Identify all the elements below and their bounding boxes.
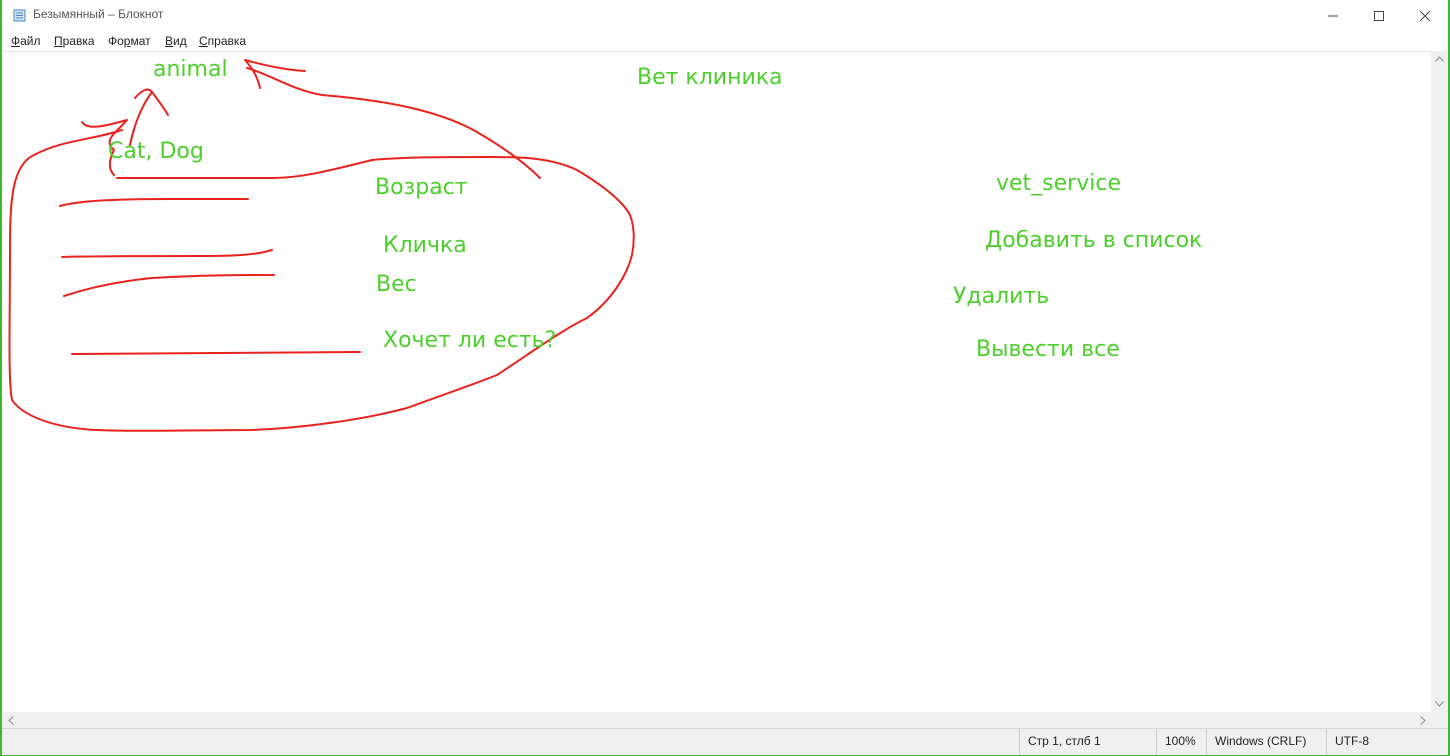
menu-view[interactable]: Вид (165, 34, 187, 48)
scroll-up-icon[interactable] (1435, 56, 1444, 62)
scroll-left-icon[interactable] (8, 716, 14, 725)
annotation-add-to-list: Добавить в список (985, 228, 1203, 253)
ink-line-1 (59, 197, 249, 207)
minimize-button[interactable] (1310, 0, 1356, 31)
annotation-cat-dog: Cat, Dog (108, 139, 204, 164)
annotation-show-all: Вывести все (976, 337, 1120, 362)
menu-file[interactable]: Файл (11, 34, 41, 48)
ink-line-2 (61, 249, 273, 258)
window-title: Безымянный – Блокнот (33, 7, 164, 21)
annotation-hungry: Хочет ли есть? (383, 328, 557, 353)
maximize-icon (1374, 10, 1384, 21)
status-line-endings: Windows (CRLF) (1206, 729, 1326, 755)
ink-line-3 (63, 274, 275, 297)
close-icon (1420, 10, 1430, 21)
annotation-nickname: Кличка (383, 233, 467, 258)
ink-line-4 (71, 351, 361, 355)
minimize-icon (1328, 15, 1338, 16)
scrollbar-corner (1431, 712, 1448, 728)
ink-big-loop (8, 59, 635, 432)
annotation-vet-service: vet_service (996, 171, 1121, 196)
vertical-scrollbar[interactable] (1431, 51, 1448, 712)
status-zoom: 100% (1156, 729, 1206, 755)
title-bar: Безымянный – Блокнот (2, 0, 1448, 31)
notepad-app-icon (13, 9, 26, 22)
horizontal-scrollbar[interactable] (2, 712, 1431, 728)
close-button[interactable] (1402, 0, 1448, 31)
menu-edit[interactable]: Правка (54, 34, 95, 48)
annotation-delete: Удалить (953, 284, 1050, 309)
text-editor-area[interactable] (2, 51, 1431, 713)
menu-format[interactable]: Формат (108, 34, 151, 48)
ink-arrow-up (129, 88, 169, 146)
scroll-down-icon[interactable] (1435, 701, 1444, 707)
annotation-vet-clinic: Вет клиника (637, 65, 783, 90)
status-bar: Стр 1, стлб 1 100% Windows (CRLF) UTF-8 (2, 728, 1448, 755)
menu-help[interactable]: Справка (199, 34, 247, 48)
menu-bar: Файл Правка Формат Вид Справка (2, 31, 1448, 51)
annotation-age: Возраст (375, 175, 468, 200)
annotation-weight: Вес (376, 272, 417, 297)
annotation-animal: animal (153, 57, 228, 82)
scroll-right-icon[interactable] (1420, 716, 1426, 725)
status-encoding: UTF-8 (1326, 729, 1448, 755)
maximize-button[interactable] (1356, 0, 1402, 31)
status-cursor-position: Стр 1, стлб 1 (1019, 729, 1159, 755)
